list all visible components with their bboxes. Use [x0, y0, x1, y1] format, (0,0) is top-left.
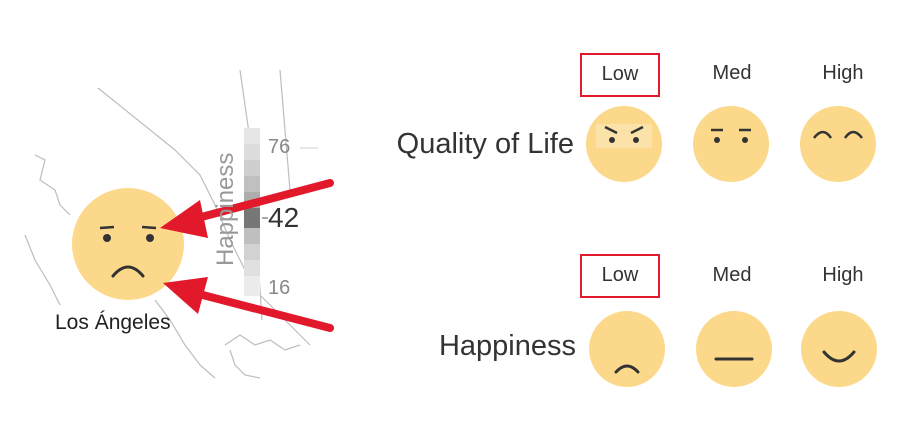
happiness-col-low: Low	[580, 254, 660, 298]
quality-col-med: Med	[712, 62, 752, 84]
happiness-med-face-icon	[696, 311, 772, 387]
legend-max-label: 76	[268, 136, 291, 158]
happiness-low-face-icon	[589, 311, 665, 387]
los-angeles-face-icon	[72, 188, 184, 300]
legend-value-label: 42	[268, 202, 300, 233]
legend-min-label: 16	[268, 277, 291, 299]
quality-col-high: High	[822, 62, 864, 84]
legend-title: Happiness	[212, 152, 239, 266]
happiness-legend-bar	[244, 128, 318, 296]
quality-med-face-icon	[693, 106, 769, 182]
quality-col-low: Low	[580, 53, 660, 97]
quality-low-face-icon	[586, 106, 662, 182]
row-label-happiness: Happiness	[438, 330, 576, 362]
happiness-col-high: High	[822, 264, 864, 286]
city-label: Los Ángeles	[55, 311, 171, 334]
arrow-to-mouth-icon	[163, 277, 334, 332]
quality-high-face-icon	[800, 106, 876, 182]
arrow-to-eyebrows-icon	[160, 179, 334, 238]
happiness-col-med: Med	[712, 264, 752, 286]
happiness-high-face-icon	[801, 311, 877, 387]
row-label-quality-of-life: Quality of Life	[396, 128, 574, 160]
